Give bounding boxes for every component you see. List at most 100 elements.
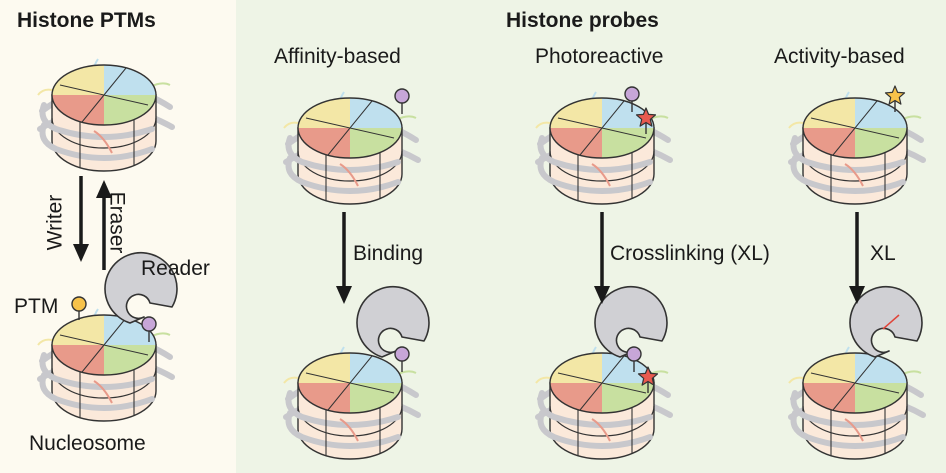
quadrant-green xyxy=(104,95,156,125)
dna-strand-front xyxy=(39,122,155,161)
quadrant-red xyxy=(550,383,602,413)
histone-core-top xyxy=(51,64,157,126)
quadrant-blue xyxy=(104,315,156,345)
quadrant-yellow xyxy=(298,353,350,383)
arrow-layer xyxy=(73,176,865,304)
quadrant-divider xyxy=(81,67,127,123)
dna-strand-front xyxy=(285,390,401,428)
arrow-label-xl: XL xyxy=(870,242,896,265)
quadrant-divider xyxy=(579,355,625,411)
dna-strand-front xyxy=(537,390,653,428)
column-title-activity: Activity-based xyxy=(774,45,905,68)
dna-strand-front xyxy=(39,102,155,140)
ptm-panel-title: Histone PTMs xyxy=(17,9,156,32)
quadrant-blue xyxy=(350,353,402,383)
nucleosome xyxy=(788,285,926,460)
histone-tail xyxy=(591,418,611,442)
quadrant-red xyxy=(52,95,104,125)
dna-strand-front xyxy=(537,135,653,173)
quadrant-yellow xyxy=(803,98,855,128)
nucleosome xyxy=(535,86,673,205)
writer-arrow-head xyxy=(73,244,89,262)
reader-protein xyxy=(594,285,668,358)
dna-strand-front xyxy=(285,135,401,173)
nucleosome xyxy=(788,85,926,205)
quadrant-divider xyxy=(832,355,878,411)
xl-arrow-head xyxy=(849,286,865,304)
dna-strand-front xyxy=(285,410,401,449)
quadrant-green xyxy=(855,128,907,158)
quadrant-blue xyxy=(104,65,156,95)
quadrant-green xyxy=(602,128,654,158)
histone-tail xyxy=(591,163,611,187)
quadrant-divider xyxy=(81,317,127,373)
histone-tail xyxy=(339,163,359,187)
quadrant-yellow xyxy=(52,65,104,95)
nucleosome-label: Nucleosome xyxy=(29,432,146,455)
nucleosome xyxy=(535,285,673,460)
nucleosome xyxy=(37,251,178,422)
arrow-label-binding: Binding xyxy=(353,242,424,265)
reader-label: Reader xyxy=(141,257,210,280)
nucleosome xyxy=(37,58,175,172)
probe-head xyxy=(141,316,157,332)
dna-strand-front xyxy=(285,155,401,194)
histone-tail xyxy=(93,130,113,154)
probes-panel-title: Histone probes xyxy=(506,9,659,32)
histone-tail xyxy=(93,380,113,404)
quadrant-red xyxy=(550,128,602,158)
column-title-photoreactive: Photoreactive xyxy=(535,45,664,68)
histone-core-top xyxy=(549,97,655,159)
dna-strand-front xyxy=(790,410,906,449)
quadrant-divider xyxy=(327,100,373,156)
histone-tail xyxy=(844,163,864,187)
quadrant-red xyxy=(803,383,855,413)
nucleosome xyxy=(283,88,421,205)
quadrant-yellow xyxy=(298,98,350,128)
quadrant-blue xyxy=(855,353,907,383)
quadrant-yellow xyxy=(803,353,855,383)
quadrant-green xyxy=(855,383,907,413)
star-probe xyxy=(637,366,659,386)
binding-arrow-head xyxy=(336,286,352,304)
histone-tail xyxy=(844,418,864,442)
quadrant-yellow xyxy=(52,315,104,345)
nucleosome xyxy=(283,285,430,460)
star-probe xyxy=(635,107,657,127)
probe-head xyxy=(394,88,410,104)
quadrant-red xyxy=(803,128,855,158)
quadrant-blue xyxy=(350,98,402,128)
histone-tail xyxy=(339,418,359,442)
dna-strand-front xyxy=(39,372,155,411)
quadrant-yellow xyxy=(550,98,602,128)
histone-core-top xyxy=(297,352,403,414)
quadrant-red xyxy=(298,383,350,413)
dna-strand-front xyxy=(39,352,155,390)
probe-head xyxy=(394,346,410,362)
reader-protein xyxy=(849,285,923,358)
quadrant-red xyxy=(52,345,104,375)
writer-label: Writer xyxy=(43,194,67,251)
quadrant-divider xyxy=(327,355,373,411)
ptm-mark xyxy=(71,296,87,312)
quadrant-green xyxy=(104,345,156,375)
histone-core-top xyxy=(802,97,908,159)
eraser-arrow-head xyxy=(96,180,112,198)
star-probe xyxy=(884,85,906,105)
quadrant-green xyxy=(602,383,654,413)
crosslinking-arrow-head xyxy=(594,286,610,304)
quadrant-blue xyxy=(855,98,907,128)
dna-strand-front xyxy=(537,155,653,194)
histone-core-top xyxy=(297,97,403,159)
arrow-label-crosslinking: Crosslinking (XL) xyxy=(610,242,770,265)
reader-protein xyxy=(104,251,178,324)
quadrant-green xyxy=(350,383,402,413)
quadrant-divider xyxy=(579,100,625,156)
crosslink-bond xyxy=(882,314,900,330)
quadrant-red xyxy=(298,128,350,158)
dna-strand-front xyxy=(537,410,653,449)
quadrant-divider xyxy=(832,100,878,156)
column-title-affinity: Affinity-based xyxy=(274,45,401,68)
